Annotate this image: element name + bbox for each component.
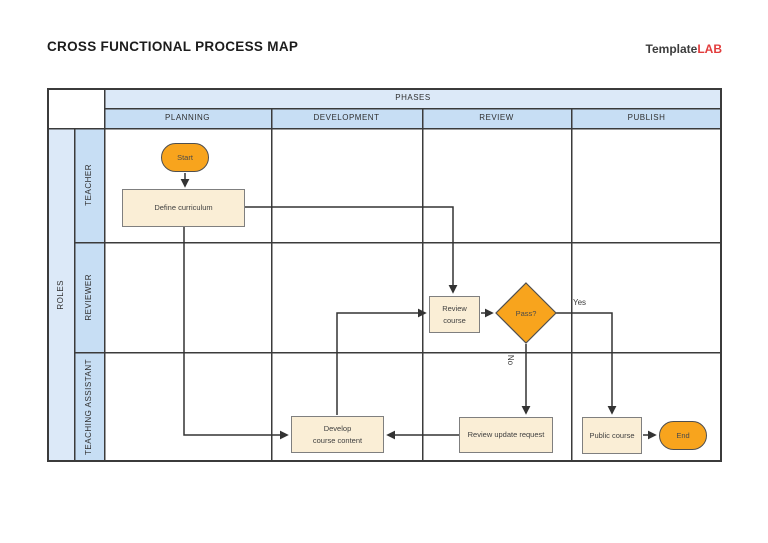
phase-column-development: DEVELOPMENT (271, 108, 422, 128)
node-end-label: End (676, 430, 690, 440)
node-end: End (659, 421, 707, 450)
role-label-teaching-assistant: TEACHING ASSISTANT (84, 359, 93, 455)
logo-text-dark: Template (645, 42, 698, 56)
node-public-course: Public course (582, 417, 642, 454)
templatelab-logo: TemplateLAB (646, 42, 722, 56)
phases-header-label: PHASES (395, 93, 431, 102)
node-review-update-request-label: Review update request (467, 430, 545, 440)
node-pass-decision: Pass? (496, 283, 556, 343)
node-review-course-label: Review course (442, 303, 467, 325)
connector-define-curriculum-to-review-course (245, 206, 458, 294)
diagram-lines-layer (47, 88, 722, 462)
corner-cell (47, 88, 104, 128)
node-review-course: Review course (429, 296, 480, 333)
phase-label-publish: PUBLISH (627, 113, 666, 122)
logo-text-red: LAB (697, 42, 722, 56)
node-start-label: Start (177, 152, 193, 162)
node-review-update-request: Review update request (459, 417, 553, 453)
node-start: Start (161, 143, 209, 172)
cross-functional-process-map: PHASES PLANNING DEVELOPMENT REVIEW PUBLI… (47, 88, 722, 462)
connector-develop-course-content-to-review-course (336, 308, 427, 415)
swimlane-grid (47, 88, 722, 462)
roles-header-cell: ROLES (47, 128, 74, 462)
connector-pass-yes-to-public-course (556, 312, 617, 415)
phase-label-review: REVIEW (479, 113, 514, 122)
phase-column-review: REVIEW (422, 108, 571, 128)
role-lane-teaching-assistant: TEACHING ASSISTANT (74, 352, 104, 462)
edge-label-no: No (506, 354, 516, 366)
phase-label-planning: PLANNING (165, 113, 210, 122)
role-label-reviewer: REVIEWER (84, 273, 93, 321)
node-define-curriculum-label: Define curriculum (154, 203, 213, 213)
role-lane-reviewer: REVIEWER (74, 242, 104, 352)
phase-column-publish: PUBLISH (571, 108, 722, 128)
node-pass-label: Pass? (515, 308, 537, 318)
phases-header-cell: PHASES (104, 88, 722, 108)
node-develop-course-content: Develop course content (291, 416, 384, 453)
roles-header-label: ROLES (55, 280, 65, 310)
node-public-course-label: Public course (589, 430, 635, 440)
phase-label-development: DEVELOPMENT (313, 113, 380, 122)
page-title: CROSS FUNCTIONAL PROCESS MAP (47, 39, 299, 54)
phase-column-planning: PLANNING (104, 108, 271, 128)
node-develop-course-content-label: Develop course content (312, 423, 363, 445)
node-define-curriculum: Define curriculum (122, 189, 245, 227)
role-label-teacher: TEACHER (84, 164, 93, 206)
role-lane-teacher: TEACHER (74, 128, 104, 242)
connector-define-curriculum-to-develop-course-content (183, 227, 289, 440)
edge-label-yes: Yes (573, 298, 587, 307)
